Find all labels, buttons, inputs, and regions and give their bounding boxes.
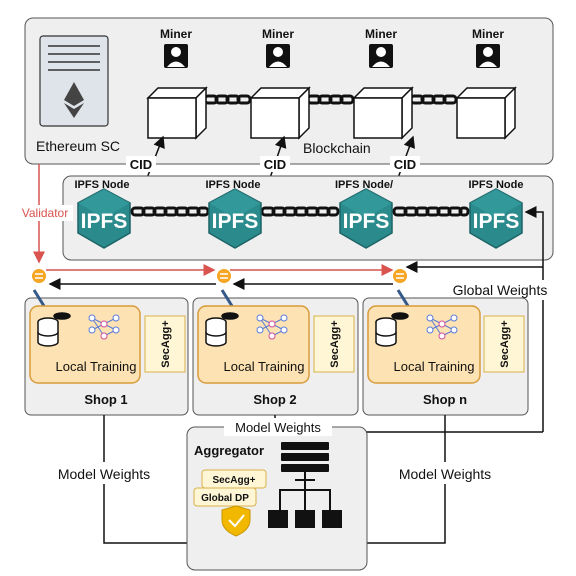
secagg-label: SecAgg+ xyxy=(499,320,511,367)
neural-network-icon xyxy=(256,314,288,340)
miner-label: Miner xyxy=(262,27,294,41)
model-weights-label-right: Model Weights xyxy=(386,462,504,484)
ipfs-node-label: IPFS Node xyxy=(74,179,129,191)
ipfs-node-2: IPFS Node IPFS xyxy=(205,179,262,249)
secagg-label: SecAgg+ xyxy=(160,320,172,367)
svg-text:CID: CID xyxy=(130,157,152,172)
ipfs-logo-text: IPFS xyxy=(212,210,259,233)
aggregator-global-dp-badge: Global DP xyxy=(193,487,257,507)
svg-text:Model Weights: Model Weights xyxy=(58,466,150,482)
svg-text:Validator: Validator xyxy=(22,206,68,220)
block-cube-1 xyxy=(146,86,208,140)
ipfs-node-label: IPFS Node/ xyxy=(335,179,393,191)
shop-name: Shop n xyxy=(423,392,467,407)
database-icon xyxy=(37,312,71,347)
ipfs-logo-text: IPFS xyxy=(343,210,390,233)
block-cube-4 xyxy=(455,86,517,140)
ipfs-node-1: IPFS Node IPFS xyxy=(74,179,131,249)
block-chain-links xyxy=(203,94,458,105)
svg-text:CID: CID xyxy=(394,157,416,172)
junction-node-3 xyxy=(393,269,407,283)
svg-text:Global Weights: Global Weights xyxy=(453,282,548,298)
secagg-box xyxy=(144,315,186,373)
junction-node-2 xyxy=(217,269,231,283)
svg-text:Model Weights: Model Weights xyxy=(399,466,491,482)
miner-2: Miner xyxy=(262,27,294,68)
aggregator-global-dp-label: Global DP xyxy=(201,493,249,504)
client-block-icon xyxy=(322,510,342,528)
miner-label: Miner xyxy=(472,27,504,41)
aggregator-secagg-label: SecAgg+ xyxy=(212,475,255,486)
ipfs-node-label: IPFS Node xyxy=(468,179,523,191)
shop-name: Shop 1 xyxy=(84,392,127,407)
miner-label: Miner xyxy=(160,27,192,41)
global-weights-lines xyxy=(48,206,544,432)
validator-label: Validator xyxy=(17,205,73,221)
ipfs-logo-text: IPFS xyxy=(81,210,128,233)
global-weights-label: Global Weights xyxy=(440,280,560,300)
miner-icon xyxy=(369,44,393,68)
aggregator: Model Weights Aggregator SecAgg+ Global … xyxy=(186,418,368,571)
ipfs-node-4: IPFS Node IPFS xyxy=(468,179,524,249)
database-icon xyxy=(205,312,239,347)
neural-network-icon xyxy=(88,314,120,340)
ipfs-chain-links xyxy=(130,206,470,217)
secagg-label: SecAgg+ xyxy=(329,320,341,367)
server-stack-icon xyxy=(281,442,329,472)
blockchain-label: Blockchain xyxy=(303,140,371,156)
neural-network-icon xyxy=(426,314,458,340)
ethereum-sc-label: Ethereum SC xyxy=(36,138,120,154)
model-weights-label-left: Model Weights xyxy=(45,462,163,484)
shop-1: Local Training SecAgg+ Shop 1 xyxy=(24,289,189,416)
cid-label-3: CID xyxy=(390,156,420,172)
miner-icon xyxy=(476,44,500,68)
distribution-tree xyxy=(279,472,331,512)
client-block-icon xyxy=(295,510,315,528)
local-training-label: Local Training xyxy=(394,359,475,374)
miner-icon xyxy=(266,44,290,68)
ipfs-logo-text: IPFS xyxy=(473,210,520,233)
miner-4: Miner xyxy=(472,27,504,68)
client-block-icon xyxy=(268,510,288,528)
ethereum-document-icon xyxy=(39,35,109,127)
secagg-box xyxy=(313,315,355,373)
miner-1: Miner xyxy=(160,27,192,68)
local-training-label: Local Training xyxy=(224,359,305,374)
shield-check-icon xyxy=(221,505,251,537)
block-cube-2 xyxy=(249,86,311,140)
local-training-label: Local Training xyxy=(56,359,137,374)
shop-name: Shop 2 xyxy=(253,392,296,407)
aggregator-secagg-badge: SecAgg+ xyxy=(201,469,267,489)
ipfs-node-3: IPFS Node/ IPFS xyxy=(335,179,393,249)
miner-3: Miner xyxy=(365,27,397,68)
cid-label-2: CID xyxy=(260,156,290,172)
shop-2: Local Training SecAgg+ Shop 2 xyxy=(192,289,359,416)
shop-n: Local Training SecAgg+ Shop n xyxy=(362,289,529,416)
database-icon xyxy=(375,312,409,347)
svg-text:CID: CID xyxy=(264,157,286,172)
cid-label-1: CID xyxy=(126,156,156,172)
block-cube-3 xyxy=(352,86,414,140)
ipfs-node-label: IPFS Node xyxy=(205,179,260,191)
miner-icon xyxy=(164,44,188,68)
secagg-box xyxy=(483,315,525,373)
miner-label: Miner xyxy=(365,27,397,41)
aggregator-model-weights-label: Model Weights xyxy=(235,420,321,435)
junction-node-1 xyxy=(32,269,46,283)
aggregator-title: Aggregator xyxy=(194,443,264,458)
